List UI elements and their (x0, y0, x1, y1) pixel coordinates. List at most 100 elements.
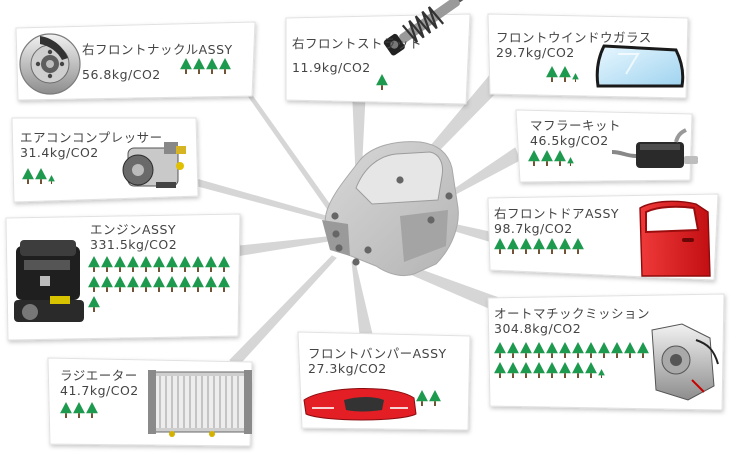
co2-amount-door: 98.7kg/CO2 (494, 221, 573, 236)
windshield-icon (595, 44, 685, 88)
callout-transmission: オートマチックミッション 304.8kg/CO2 (494, 306, 650, 336)
tree-icon (507, 238, 519, 254)
tree-icon (140, 256, 152, 272)
trees-knuckle (180, 58, 232, 78)
trees-bumper (416, 390, 442, 410)
tree-icon (86, 402, 98, 418)
tree-icon (35, 168, 47, 184)
bumper-icon (303, 387, 417, 421)
trees-strut (376, 74, 389, 94)
muffler-icon (611, 128, 698, 168)
part-name-aircon: エアコンコンプレッサー (20, 130, 163, 145)
tree-icon (219, 58, 231, 74)
strut-icon (383, 0, 469, 56)
tree-icon (166, 256, 178, 272)
tree-icon (494, 362, 506, 378)
tree-icon (494, 238, 506, 254)
callout-aircon: エアコンコンプレッサー 31.4kg/CO2 (20, 130, 163, 160)
tree-icon (127, 276, 139, 292)
part-name-engine: エンジンASSY (90, 222, 177, 237)
trees-windshield (546, 66, 580, 86)
tree-icon (559, 342, 571, 358)
co2-amount-aircon: 31.4kg/CO2 (20, 145, 99, 160)
tree-icon (559, 66, 571, 82)
callout-knuckle: 右フロントナックルASSY 56.8kg/CO2 (82, 42, 233, 82)
car-silhouette (322, 141, 459, 277)
tree-icon (192, 256, 204, 272)
co2-amount-engine: 331.5kg/CO2 (90, 237, 178, 252)
trees-door (494, 238, 585, 258)
tree-icon (559, 362, 571, 378)
tree-icon (180, 58, 192, 74)
tree-icon (520, 238, 532, 254)
tree-icon (541, 150, 553, 166)
tree-icon (507, 362, 519, 378)
radiator-icon (148, 370, 252, 437)
tree-icon (546, 362, 558, 378)
tree-icon (559, 238, 571, 254)
tree-icon (73, 402, 85, 418)
brake-disc-icon (19, 33, 81, 95)
tree-icon (179, 256, 191, 272)
tree-icon (101, 256, 113, 272)
tree-icon (192, 276, 204, 292)
tree-icon (101, 276, 113, 292)
tree-icon (88, 256, 100, 272)
callout-engine: エンジンASSY 331.5kg/CO2 (90, 222, 177, 252)
part-name-strut: 右フロントストラット (292, 36, 423, 51)
tree-icon (572, 73, 579, 82)
part-name-muffler: マフラーキット (530, 118, 622, 133)
tree-icon (166, 276, 178, 292)
tree-icon (22, 168, 34, 184)
transmission-icon (651, 323, 719, 401)
tree-icon (416, 390, 428, 406)
trees-engine (88, 256, 240, 316)
co2-amount-transmission: 304.8kg/CO2 (494, 321, 582, 336)
tree-icon (567, 157, 574, 166)
tree-icon (528, 150, 540, 166)
tree-icon (494, 342, 506, 358)
tree-icon (572, 342, 584, 358)
compressor-icon (122, 142, 186, 188)
tree-icon (88, 276, 100, 292)
tree-icon (205, 276, 217, 292)
trees-muffler (528, 150, 575, 170)
door-icon (639, 200, 711, 277)
tree-icon (546, 66, 558, 82)
trees-transmission (494, 342, 658, 382)
tree-icon (114, 276, 126, 292)
tree-icon (598, 342, 610, 358)
tree-icon (205, 256, 217, 272)
co2-amount-windshield: 29.7kg/CO2 (496, 45, 575, 60)
callout-muffler: マフラーキット 46.5kg/CO2 (530, 118, 621, 148)
tree-icon (60, 402, 72, 418)
tree-icon (533, 238, 545, 254)
tree-icon (48, 175, 55, 184)
trees-aircon (22, 168, 56, 188)
tree-icon (533, 342, 545, 358)
tree-icon (585, 342, 597, 358)
tree-icon (572, 362, 584, 378)
tree-icon (598, 369, 605, 378)
tree-icon (153, 256, 165, 272)
co2-amount-knuckle: 56.8kg/CO2 (82, 67, 161, 82)
tree-icon (179, 276, 191, 292)
tree-icon (127, 256, 139, 272)
callout-strut: 右フロントストラット 11.9kg/CO2 (292, 36, 422, 75)
tree-icon (507, 342, 519, 358)
tree-icon (611, 342, 623, 358)
tree-icon (429, 390, 441, 406)
tree-icon (218, 276, 230, 292)
part-name-bumper: フロントバンパーASSY (308, 346, 447, 361)
tree-icon (520, 362, 532, 378)
tree-icon (546, 238, 558, 254)
trees-radiator (60, 402, 99, 422)
co2-amount-radiator: 41.7kg/CO2 (60, 383, 139, 398)
part-name-radiator: ラジエーター (60, 368, 138, 383)
tree-icon (554, 150, 566, 166)
tree-icon (153, 276, 165, 292)
tree-icon (88, 296, 100, 312)
tree-icon (376, 74, 388, 90)
engine-icon (14, 240, 84, 322)
